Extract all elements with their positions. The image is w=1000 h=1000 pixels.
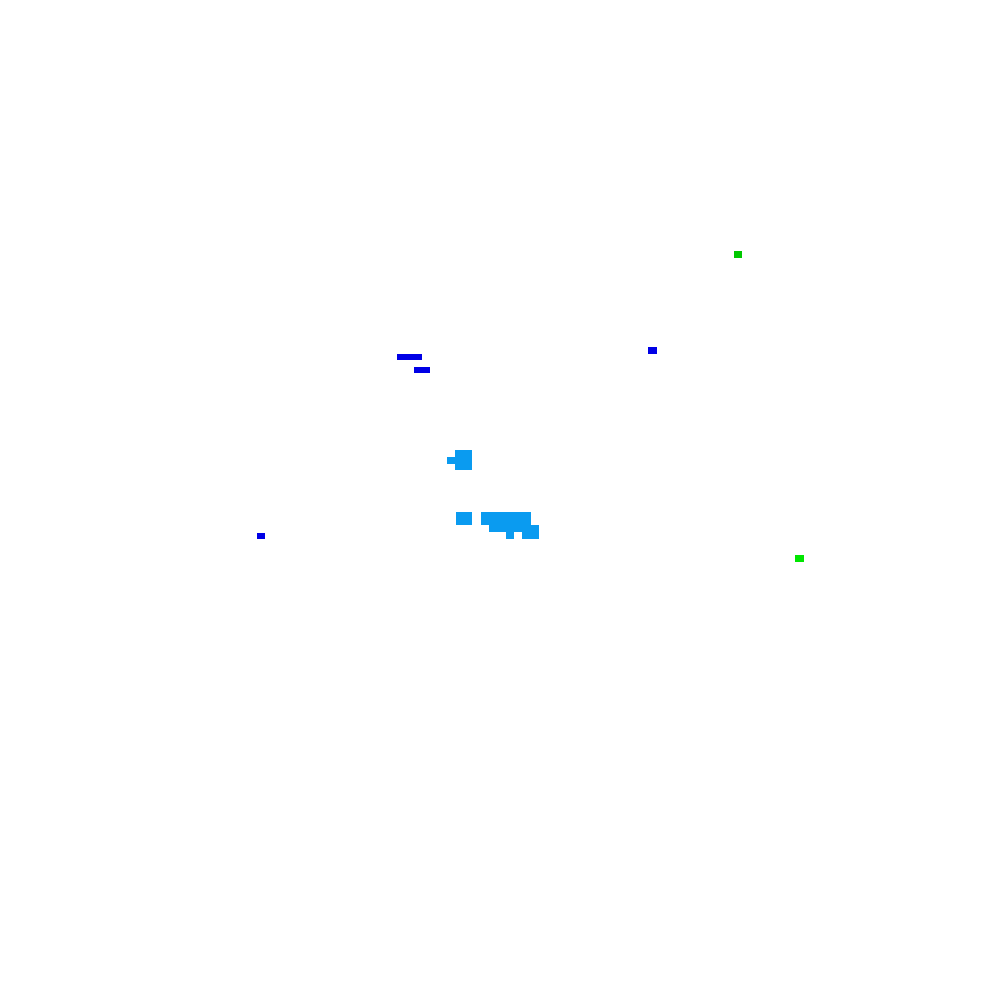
green-pixel-mark [734, 251, 742, 258]
cyan-block [447, 457, 457, 464]
green-pixel-mark [795, 555, 804, 562]
cyan-block [506, 530, 514, 539]
cyan-block [481, 512, 531, 525]
blue-bar-mark [414, 367, 430, 373]
cyan-block [489, 524, 531, 532]
blue-bar-mark [397, 354, 422, 360]
cyan-block [522, 525, 539, 539]
blue-pixel-mark [257, 533, 265, 539]
cyan-block [455, 450, 472, 470]
blue-pixel-mark [648, 347, 657, 354]
cyan-block [456, 512, 472, 525]
